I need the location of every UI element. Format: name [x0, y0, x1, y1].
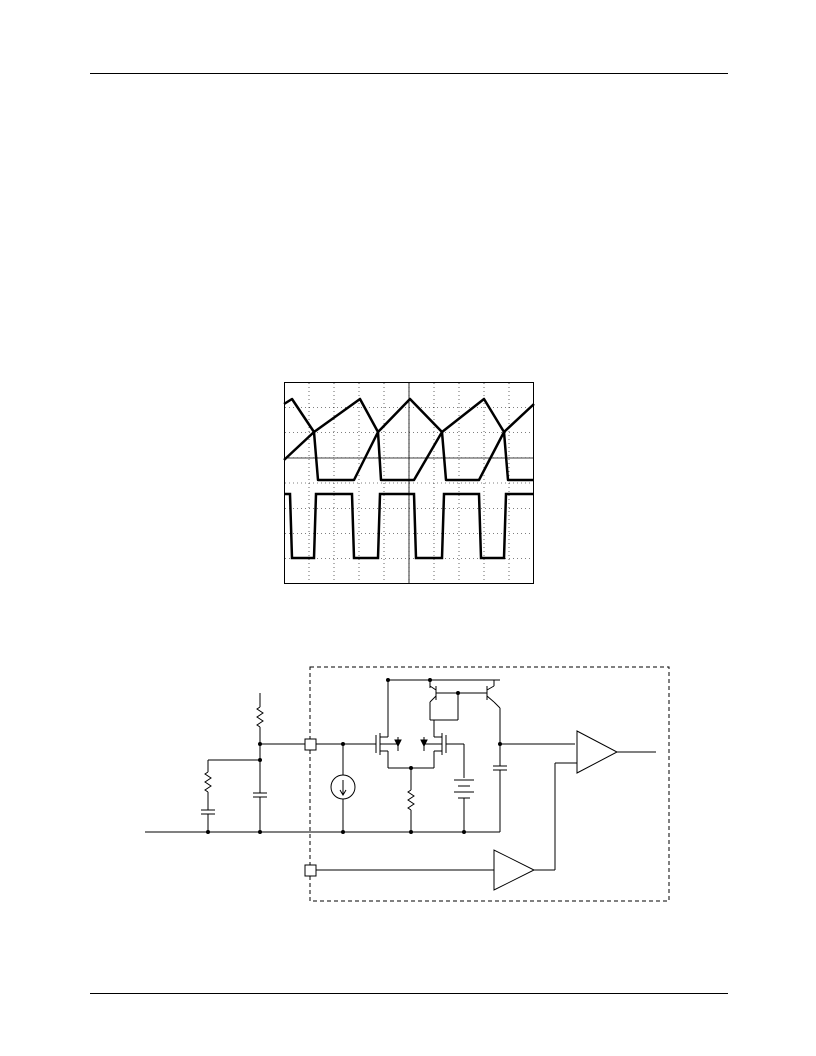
- footer-rule: [90, 993, 728, 994]
- buffer-amplifier: [493, 849, 536, 891]
- trace-ramp-1: [283, 397, 535, 434]
- pin-box-timing: [304, 738, 317, 751]
- trace-ramp-2: [283, 430, 534, 482]
- resistor-source: [407, 789, 415, 811]
- pin-box-control: [304, 864, 317, 877]
- junction-dots: [206, 678, 502, 834]
- header-rule: [90, 73, 728, 74]
- trace-square: [284, 492, 534, 560]
- ic-boundary: [309, 666, 670, 902]
- oscilloscope-figure: [283, 382, 535, 584]
- resistor-left: [204, 771, 212, 793]
- resistor-top: [256, 706, 264, 728]
- comparator: [576, 730, 619, 774]
